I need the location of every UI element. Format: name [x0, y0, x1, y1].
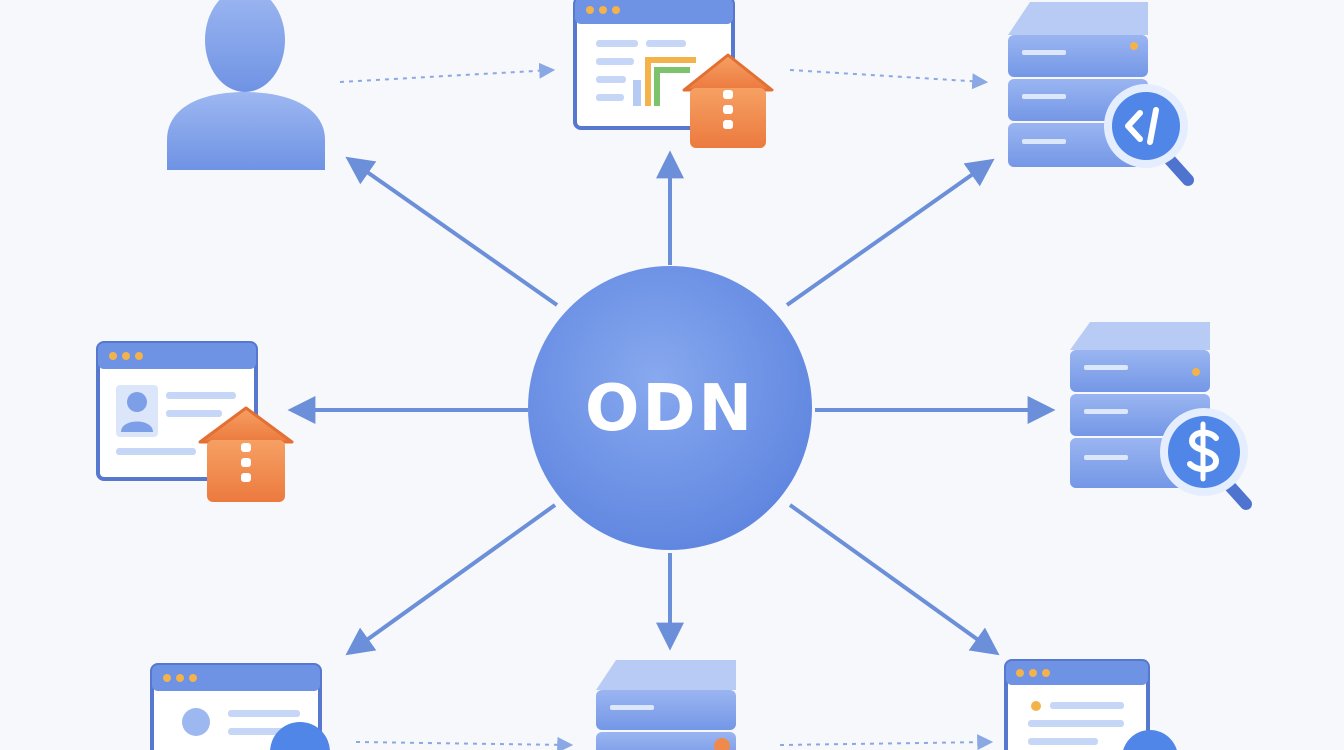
user-avatar-icon: [167, 0, 325, 170]
server-stack-icon: [1070, 322, 1210, 488]
dotted-link-bottom-left: [355, 736, 574, 750]
dotted-link-bottom-right: [779, 734, 994, 750]
code-search-icon: [1104, 84, 1194, 186]
dotted-link-dashboard-server: [789, 69, 989, 90]
hub-label: ODN: [585, 372, 755, 446]
hub-circle: [528, 266, 812, 550]
lock-alert-icon: [682, 53, 774, 148]
arrow-to-user: [345, 156, 559, 307]
profile-window-icon: [150, 663, 330, 750]
lock-alert-icon: [198, 406, 294, 502]
dotted-link-user-dashboard: [339, 62, 556, 83]
odn-hub: ODN: [528, 266, 812, 550]
document-window-icon: [1004, 659, 1177, 750]
arrow-to-document-window-bottom-right: [788, 503, 1000, 656]
dollar-search-icon: [1160, 408, 1252, 510]
connectors: [287, 62, 1056, 750]
arrow-to-profile-window-bottom-left: [345, 503, 557, 656]
server-stack-icon: [596, 660, 736, 750]
arrow-to-server-top-right: [785, 158, 995, 307]
